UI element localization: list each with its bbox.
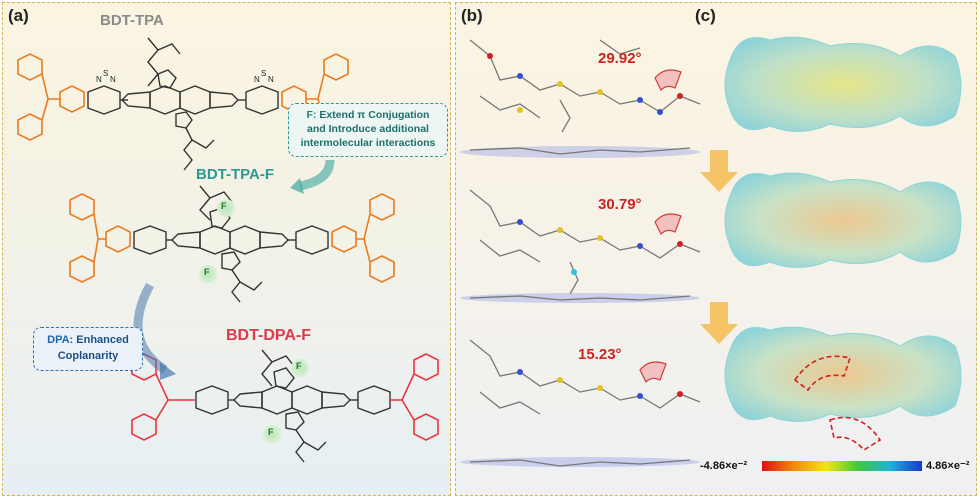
f-glow-top: [217, 199, 235, 217]
f-atom-label-2: F: [204, 267, 210, 277]
panel-b-label: (b): [461, 6, 483, 25]
svg-text:N: N: [110, 75, 116, 84]
f-prefix: F:: [306, 109, 317, 121]
atoms-tpa: [487, 53, 683, 115]
arrows-c: [700, 150, 738, 344]
esp-colorbar: [762, 461, 922, 471]
bt-labels-tpa: NSN NSN: [96, 69, 274, 84]
angle-arc-dpa-f: [639, 361, 667, 384]
f-glow-dpa-bottom: [263, 425, 281, 443]
atoms-tpa-f: [517, 219, 683, 275]
svg-text:S: S: [103, 69, 108, 78]
title-bdt-tpa-f: BDT-TPA-F: [196, 166, 275, 183]
f-atom-label-1: F: [221, 201, 227, 211]
colorbar-min-label: -4.86×e⁻²: [700, 460, 748, 472]
esp-surface-tpa-f: [724, 172, 962, 268]
svg-text:N: N: [96, 75, 102, 84]
interaction-region-1: [793, 355, 852, 392]
esp-surface-dpa-f: [724, 326, 962, 422]
molecule-bdt-tpa: [87, 37, 279, 171]
atoms-dpa-f: [517, 369, 683, 399]
dpa-units: [131, 353, 439, 441]
f-glow-bottom: [199, 265, 217, 283]
dpa-prefix: DPA:: [47, 334, 74, 346]
f-glow-dpa-top: [291, 359, 309, 377]
conformer-dpa-f: [469, 339, 701, 415]
f-annotation-box: F: Extend π Conjugation and Introduce ad…: [288, 103, 448, 157]
angle-dpa-f: 15.23°: [578, 346, 622, 363]
svg-text:S: S: [261, 69, 266, 78]
title-bdt-dpa-f: BDT-DPA-F: [226, 327, 312, 344]
angle-tpa: 29.92°: [598, 50, 642, 67]
f-text-line-2: and Introduce additional: [307, 123, 429, 135]
molecule-bdt-tpa-f: [133, 185, 329, 303]
f-text-line-3: intermolecular interactions: [300, 137, 436, 149]
f-atom-label-4: F: [268, 427, 274, 437]
panel-a-label: (a): [8, 6, 29, 25]
side-view-tpa-f: [469, 295, 691, 301]
dpa-annotation-box: DPA: Enhanced Coplanarity: [33, 327, 143, 371]
svg-text:N: N: [254, 75, 260, 84]
conformer-tpa-f: [469, 189, 701, 295]
arrow-f-head: [290, 178, 304, 194]
dpa-text-line-1: Enhanced: [73, 334, 129, 346]
arrow-dpa-head: [160, 362, 176, 380]
side-view-tpa: [469, 147, 691, 155]
angle-arc-tpa-f: [654, 213, 682, 236]
esp-surface-tpa: [724, 36, 962, 132]
title-bdt-tpa: BDT-TPA: [100, 12, 164, 29]
f-atom-label-3: F: [296, 361, 302, 371]
tpa-f-units: [69, 193, 395, 283]
angle-tpa-f: 30.79°: [598, 196, 642, 213]
panel-c-label: (c): [695, 6, 716, 25]
svg-text:N: N: [268, 75, 274, 84]
colorbar-max-label: 4.86×e⁻²: [926, 460, 970, 472]
dpa-text-line-2: Coplanarity: [57, 350, 119, 362]
side-view-dpa-f: [469, 459, 691, 467]
arrow-f: [298, 159, 335, 191]
molecule-bdt-dpa-f: [195, 349, 391, 463]
f-text-line-1: Extend π Conjugation: [316, 109, 430, 121]
angle-arc-tpa: [654, 69, 682, 92]
interaction-region-2: [829, 416, 882, 452]
